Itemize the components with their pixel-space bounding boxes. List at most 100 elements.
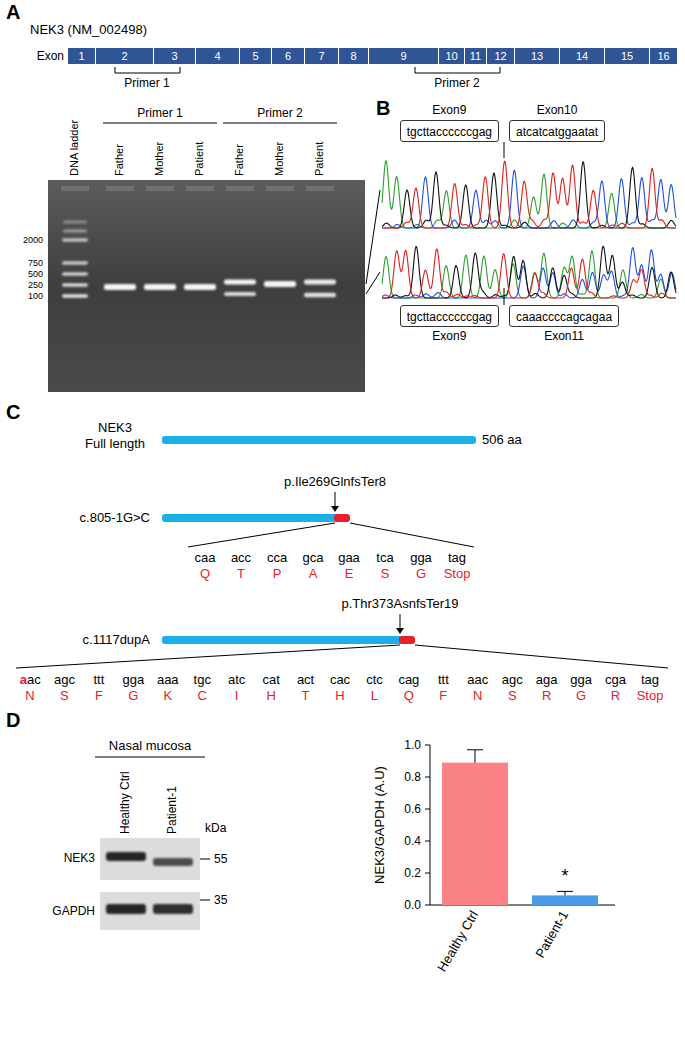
codon: act	[297, 672, 314, 688]
zoom-line	[366, 190, 380, 284]
amino-acid: S	[60, 688, 69, 704]
size-marker: 750	[28, 258, 43, 269]
lane-label: Mother	[153, 142, 166, 176]
amino-acid: F	[439, 688, 447, 704]
codon: gca	[303, 550, 324, 566]
sequence-box: Exon9tgcttaccccccgag	[400, 103, 499, 142]
exon-box: 16	[650, 48, 678, 64]
codon: cca	[267, 550, 287, 566]
category-label: Healthy Ctrl	[434, 908, 481, 975]
tick-label: 0.8	[404, 770, 421, 784]
zoom-line	[16, 645, 400, 668]
tick-label: 0.4	[404, 834, 421, 848]
exon-box: 6	[272, 48, 305, 64]
arrow-head	[396, 628, 404, 634]
protein-bar	[162, 636, 402, 644]
amino-acid: R	[542, 688, 551, 704]
exon-heading: Exon10	[537, 103, 578, 118]
y-axis	[430, 745, 431, 905]
amino-acid: T	[237, 566, 245, 582]
trace-line	[382, 161, 676, 228]
trace-line	[382, 170, 676, 228]
blot-strip	[100, 838, 200, 880]
primer-label: Primer 2	[257, 106, 302, 120]
protein-label: GAPDH	[52, 904, 95, 918]
codon: atc	[228, 672, 245, 688]
codon: cag	[398, 672, 419, 688]
blot-strip	[100, 892, 200, 930]
amino-acid: F	[95, 688, 103, 704]
exon-number: 9	[400, 51, 406, 62]
amino-acid: Stop	[637, 688, 664, 704]
error-cap	[467, 749, 483, 750]
size-marker: 100	[28, 291, 43, 302]
lane-label: Healthy Ctrl	[118, 771, 132, 834]
amino-acid: Q	[200, 566, 210, 582]
tick-label: 0.0	[404, 898, 421, 912]
amino-acid: N	[473, 688, 482, 704]
primer-label: Primer 2	[434, 76, 479, 90]
amino-acid: Stop	[444, 566, 471, 582]
panel-letter: B	[376, 96, 390, 120]
sequence-frame: atcatcatggaatat	[509, 120, 605, 142]
unit-label: kDa	[205, 821, 226, 835]
gel-well	[306, 186, 334, 191]
axis-tick	[425, 905, 430, 906]
axis-title: NEK3/GAPDH (A.U)	[372, 766, 388, 884]
gel-band	[62, 272, 88, 276]
size-tick	[200, 859, 210, 860]
exon-box: 1	[68, 48, 96, 64]
trace-line	[382, 251, 676, 298]
value-bar	[532, 895, 598, 905]
length-label: 506 aa	[482, 432, 522, 448]
amino-acid: T	[302, 688, 310, 704]
chromatogram	[382, 161, 676, 228]
exon-box: 2	[96, 48, 154, 64]
zoom-line	[366, 272, 380, 294]
axis-tick	[425, 841, 430, 842]
exon-box: 10	[439, 48, 465, 64]
codon: aac	[467, 672, 488, 688]
variant-label: p.Thr373AsnfsTer19	[341, 596, 458, 612]
gel-band	[62, 283, 88, 287]
exon-number: 6	[285, 51, 291, 62]
protein-name: NEK3	[98, 420, 132, 436]
exon-number: 13	[531, 51, 543, 62]
lane-label: Patient	[193, 142, 206, 176]
junction-line	[504, 142, 505, 158]
exon-box: 15	[605, 48, 650, 64]
exon-number: 16	[657, 51, 669, 62]
exon-number: 11	[470, 51, 481, 62]
exon-box: 4	[196, 48, 240, 64]
variant-label: c.1117dupA	[83, 632, 150, 648]
protein-bar	[162, 436, 476, 444]
lane-label: Mother	[273, 142, 286, 176]
value-bar	[442, 763, 508, 905]
codon: ttt	[438, 672, 449, 688]
codon: agc	[502, 672, 523, 688]
gel-band	[264, 281, 296, 287]
sequence-frame: caaaccccagcagaa	[509, 305, 619, 327]
codon: cga	[605, 672, 626, 688]
codon: gga	[122, 672, 144, 688]
variant-label: p.Ile269GlnfsTer8	[284, 474, 386, 490]
primer-label: Primer 1	[137, 106, 182, 120]
amino-acid: R	[611, 688, 620, 704]
variant-arrow	[335, 492, 336, 507]
amino-acid: C	[198, 688, 207, 704]
size-marker: 2000	[23, 235, 43, 246]
tick-label: 0.2	[404, 866, 421, 880]
gel-image	[48, 180, 365, 392]
gel-band	[62, 238, 88, 242]
tick-label: 1.0	[404, 738, 421, 752]
exon-box: 3	[154, 48, 196, 64]
panel-letter: C	[6, 400, 20, 424]
sequence-text: tgcttaccccccgag	[407, 125, 492, 139]
size-tick	[200, 900, 210, 901]
size-marker: 500	[28, 269, 43, 280]
amino-acid: H	[266, 688, 275, 704]
gel-well	[266, 186, 294, 191]
codon: tag	[641, 672, 659, 688]
sequence-text: caaaccccagcagaa	[516, 310, 612, 324]
